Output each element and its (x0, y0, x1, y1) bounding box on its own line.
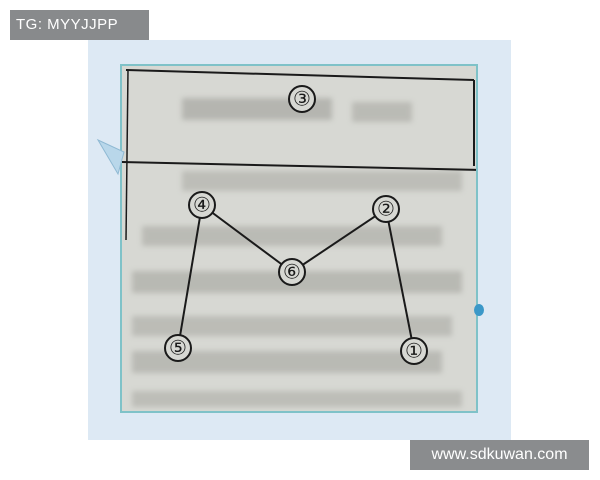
diagram-edges (177, 204, 415, 352)
node-2-label: ② (377, 197, 395, 221)
node-5: ⑤ (164, 334, 192, 362)
node-1-label: ① (405, 339, 423, 363)
edge-n4-n5 (177, 204, 203, 349)
paper-corner-shape (96, 138, 125, 176)
watermark-top: TG: MYYJJPP (10, 10, 149, 40)
blue-dot-marker (474, 304, 484, 316)
node-3: ③ (288, 85, 316, 113)
node-6-label: ⑥ (283, 260, 301, 284)
left-edge-line (125, 69, 129, 241)
node-3-label: ③ (293, 87, 311, 111)
header-top-line (125, 69, 475, 81)
node-4: ④ (188, 191, 216, 219)
edge-n6-n2 (291, 208, 387, 273)
node-1: ① (400, 337, 428, 365)
photo-diagram: ③ ④ ② ⑥ ⑤ ① (120, 64, 478, 413)
node-5-label: ⑤ (169, 336, 187, 360)
edge-n2-n1 (385, 208, 415, 352)
watermark-bottom: www.sdkuwan.com (410, 440, 589, 470)
node-4-label: ④ (193, 193, 211, 217)
node-2: ② (372, 195, 400, 223)
diagram-svg: ③ ④ ② ⑥ ⑤ ① (122, 69, 476, 407)
header-divider-line (122, 161, 476, 171)
edge-n4-n6 (201, 204, 293, 273)
node-6: ⑥ (278, 258, 306, 286)
